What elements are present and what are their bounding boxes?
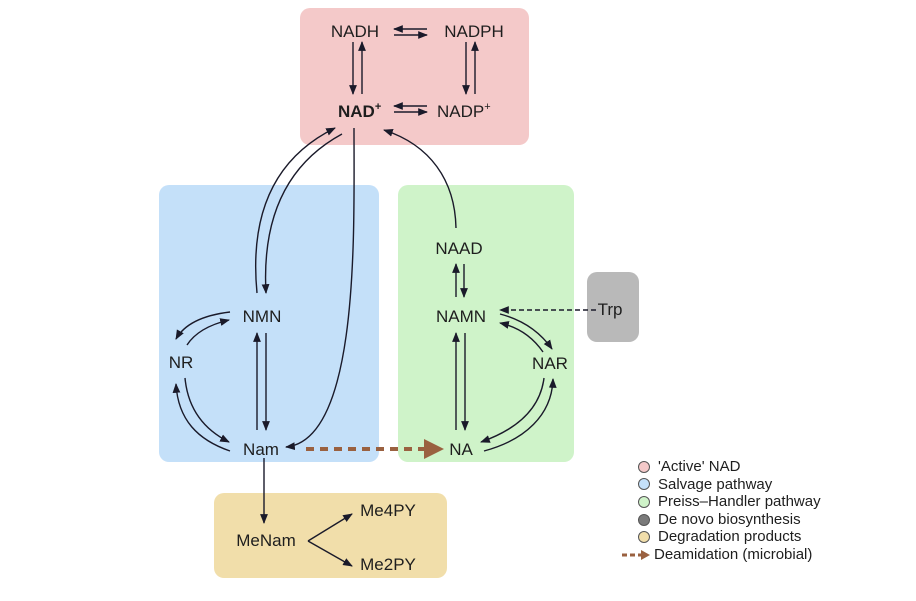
arrow-na-to-nar (483, 378, 557, 452)
node-nad-plus: NAD+ (338, 101, 381, 121)
degradation-box (214, 493, 447, 578)
arrow-nr-to-nam (184, 377, 230, 443)
legend-label: Degradation products (658, 528, 802, 546)
arrow-nmn-to-nad (254, 127, 336, 294)
node-nmn: NMN (243, 307, 282, 326)
de-novo-box (587, 272, 639, 342)
legend: 'Active' NAD Salvage pathway Preiss–Hand… (622, 458, 821, 564)
legend-label: Salvage pathway (658, 475, 773, 493)
legend-item-salvage: Salvage pathway (638, 476, 821, 494)
yellow-circle-icon (638, 531, 650, 544)
arrow-menam-to-me4py (307, 513, 353, 542)
arrow-namn-to-nar (499, 313, 553, 350)
arrow-nar-to-namn (499, 321, 544, 353)
legend-item-de-novo: De novo biosynthesis (638, 511, 821, 529)
pink-circle-icon (638, 460, 650, 473)
arrow-nr-to-nmn (186, 318, 230, 346)
arrow-nmn-to-nr (175, 311, 231, 340)
salvage-pathway-box (159, 185, 379, 462)
node-nadp-plus: NADP+ (437, 101, 491, 121)
blue-circle-icon (638, 478, 650, 491)
gray-circle-icon (638, 513, 650, 526)
node-me2py: Me2PY (360, 555, 416, 574)
arrow-nad-to-nmn (261, 133, 343, 294)
legend-item-degradation: Degradation products (638, 528, 821, 546)
preiss-handler-box (398, 185, 574, 462)
legend-label: De novo biosynthesis (658, 510, 801, 528)
node-nadh: NADH (331, 22, 379, 41)
legend-item-active-nad: 'Active' NAD (638, 458, 821, 476)
legend-label: Deamidation (microbial) (654, 545, 813, 563)
node-nr: NR (169, 353, 194, 372)
node-nadph: NADPH (444, 22, 504, 41)
node-nar: NAR (532, 354, 568, 373)
node-namn: NAMN (436, 307, 486, 326)
legend-label: 'Active' NAD (658, 458, 741, 475)
arrow-naad-to-nad (383, 129, 457, 229)
node-nam: Nam (243, 440, 279, 459)
node-na: NA (449, 440, 473, 459)
green-circle-icon (638, 495, 650, 508)
arrow-nad-to-nam (285, 127, 355, 451)
legend-label: Preiss–Handler pathway (658, 493, 821, 511)
legend-item-preiss-handler: Preiss–Handler pathway (638, 493, 821, 511)
arrow-nar-to-na (480, 377, 545, 443)
arrow-nam-to-nr (172, 383, 231, 452)
dashed-arrow-icon (622, 549, 650, 560)
node-naad: NAAD (435, 239, 482, 258)
node-trp: Trp (598, 300, 623, 319)
legend-item-deamidation: Deamidation (microbial) (622, 545, 821, 564)
node-menam: MeNam (236, 531, 296, 550)
node-me4py: Me4PY (360, 501, 416, 520)
arrow-menam-to-me2py (307, 540, 353, 567)
